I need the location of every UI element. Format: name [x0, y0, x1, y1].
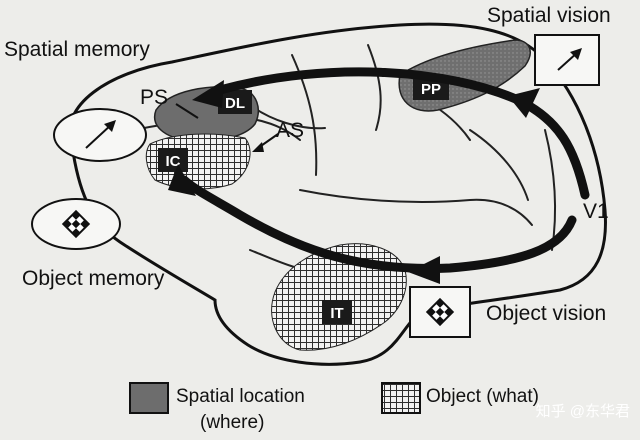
legend-spatial-line2: (where)	[200, 412, 264, 433]
ventral-stream-arrow	[179, 175, 577, 273]
lateral-sulcus	[299, 189, 533, 226]
region-label-it: IT	[330, 305, 343, 322]
label-object-memory: Object memory	[22, 267, 165, 290]
watermark: 知乎 @东华君	[536, 403, 630, 420]
region-label-ic: IC	[166, 153, 181, 170]
lunate-sulcus	[544, 129, 557, 251]
dorsal-arrowhead-dl	[192, 80, 224, 108]
legend-spatial-line1: Spatial location	[176, 386, 305, 407]
dorsal-stream-arrow	[215, 67, 590, 200]
spatial-vision-arrowhead	[570, 48, 582, 60]
region-ic	[145, 133, 251, 190]
superior-temporal-sulcus	[469, 129, 529, 201]
spatial-memory-arrow-icon	[85, 123, 113, 149]
legend-object: Object (what)	[426, 386, 539, 407]
ventral-arrowhead-ic	[168, 164, 196, 196]
intraparietal-sulcus	[367, 44, 382, 131]
label-object-vision: Object vision	[486, 302, 606, 325]
dorsal-arrowhead-pp	[508, 88, 540, 118]
label-as: AS	[276, 119, 304, 142]
ps-pointer-line	[175, 103, 199, 119]
label-spatial-memory: Spatial memory	[4, 38, 150, 61]
central-sulcus	[291, 54, 318, 176]
brain-outline	[68, 22, 607, 366]
legend-swatch-spatial	[129, 382, 169, 414]
region-it	[271, 243, 407, 351]
spatial-vision-box	[534, 34, 600, 86]
region-label-dl: DL	[225, 95, 245, 112]
label-spatial-vision: Spatial vision	[487, 4, 611, 27]
as-pointer-arrowhead	[252, 142, 264, 152]
label-ps: PS	[140, 86, 168, 109]
object-vision-diamond-icon	[425, 297, 455, 327]
object-memory-diamond-icon	[61, 209, 91, 239]
legend-swatch-object	[381, 382, 421, 414]
spatial-memory-arrowhead	[104, 120, 116, 132]
ventral-arrowhead-it	[408, 256, 440, 284]
label-v1: V1	[583, 200, 609, 223]
region-label-pp: PP	[421, 81, 441, 98]
